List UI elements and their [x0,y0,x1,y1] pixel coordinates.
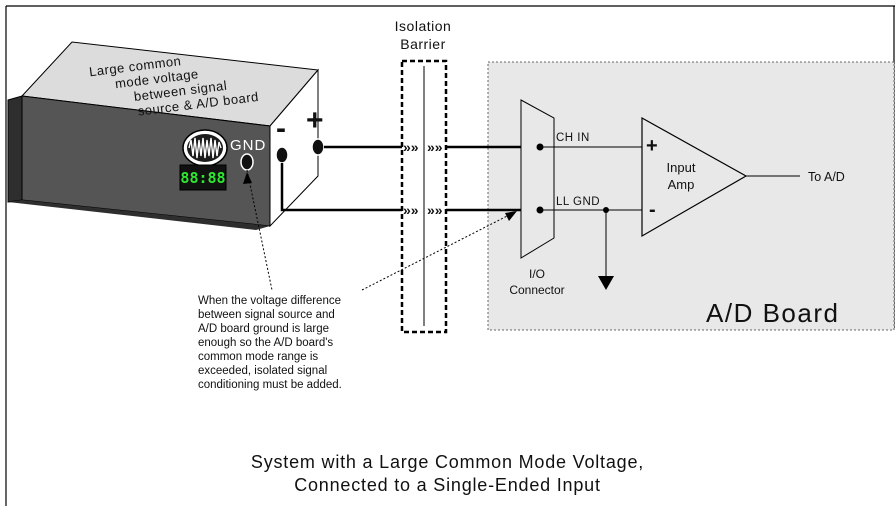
ll-gnd-label: LL GND [556,196,600,208]
ground-arrow-icon [598,276,614,290]
note-line: between signal source and [198,309,335,321]
plus-terminal [311,138,325,156]
input-amp [641,116,748,238]
amp-label-line1: Input [667,160,696,175]
callout-line-gnd [246,169,273,291]
io-connector [520,99,555,259]
callout-note: When the voltage difference between sign… [198,294,408,392]
barrier-chevrons-ground-right: »» [427,202,443,218]
plus-terminal-label: + [306,104,324,137]
ad-board-title: A/D Board [706,298,839,328]
callout-line-barrier [361,211,516,291]
amp-plus-label: + [646,135,658,157]
connector-label-line2: Connector [509,283,564,297]
minus-terminal [275,146,289,164]
ch-in-label: CH IN [556,132,590,144]
amp-label-line2: Amp [668,177,695,192]
minus-terminal-label: - [276,112,286,145]
caption-line1: System with a Large Common Mode Voltage, [250,452,645,472]
note-line: A/D board ground is large [198,323,330,335]
source-box-bottom-edge [8,200,270,230]
barrier-chevrons-signal-left: »» [403,139,419,155]
source-box-side [7,95,23,203]
digital-display [179,164,227,191]
gnd-terminal-label: GND [230,137,266,154]
note-line: When the voltage difference [198,295,341,307]
barrier-chevrons-signal-right: »» [427,139,443,155]
barrier-label-line1: Isolation [395,18,452,34]
isolation-barrier [400,59,448,334]
ground-wire-left [280,163,402,212]
gnd-terminal [240,153,254,171]
note-line: exceeded, isolated signal [198,365,328,377]
barrier-chevrons-ground-left: »» [403,202,419,218]
amp-minus-label: - [649,199,656,221]
note-line: conditioning must be added. [198,379,342,391]
scope-waveform [188,137,222,159]
callout-arrowhead-barrier [505,211,517,221]
note-line: enough so the A/D board's [198,337,334,349]
display-readout: 88:88 [180,169,225,187]
note-line: common mode range is [198,351,319,363]
barrier-label-line2: Barrier [400,36,446,52]
caption-line2: Connected to a Single-Ended Input [294,475,601,495]
output-label: To A/D [808,170,845,184]
connector-label-line1: I/O [529,267,545,281]
callout-arrowhead-gnd [243,172,252,184]
